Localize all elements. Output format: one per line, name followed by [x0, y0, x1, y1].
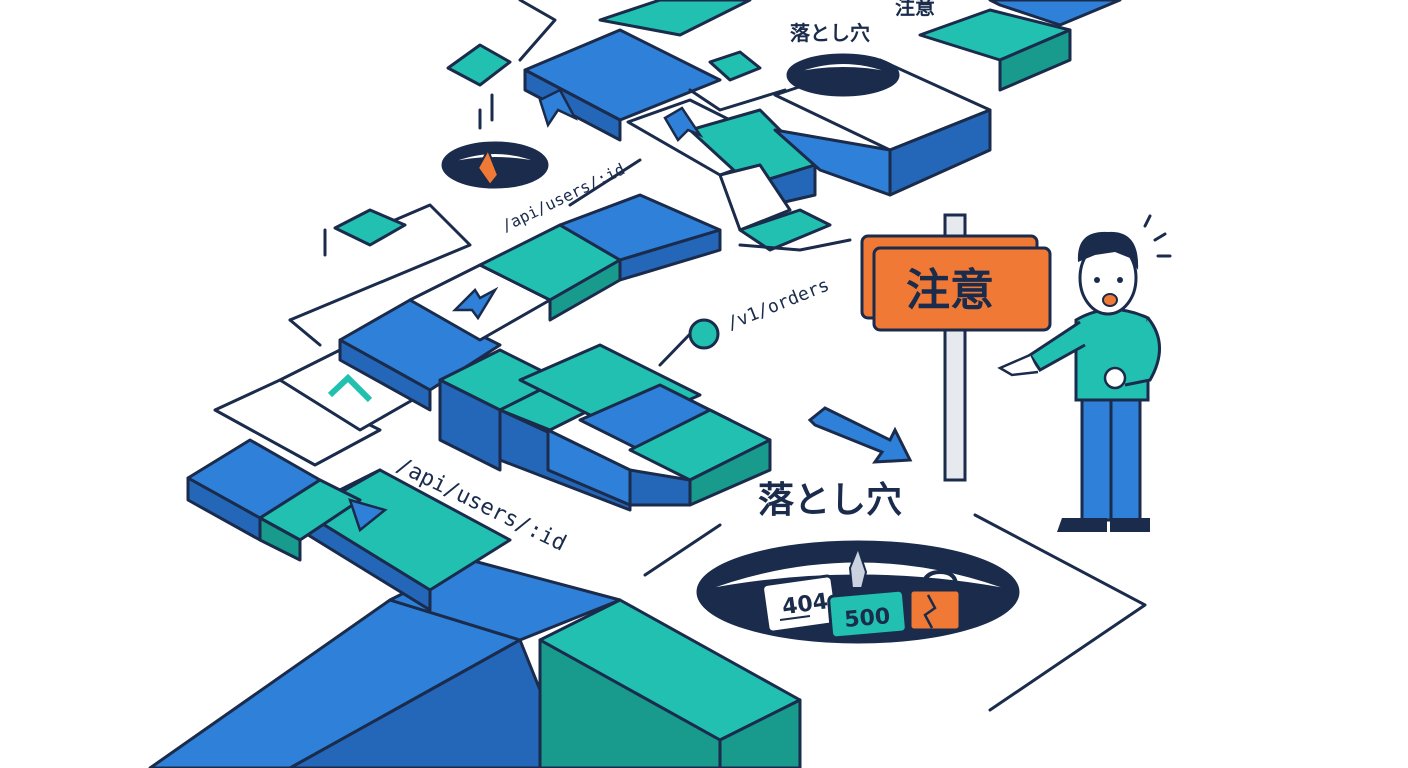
- error-card-404: 404: [761, 574, 839, 634]
- arrow-right-icon: [807, 406, 913, 464]
- error-code-500: 500: [843, 604, 891, 633]
- pitfall-title-top: 落とし穴: [790, 21, 870, 45]
- pitfall-hole-main: 404 500: [696, 540, 1020, 644]
- warning-sign-label: 注意: [906, 265, 994, 316]
- warning-signpost: 注意: [860, 213, 1052, 482]
- warning-label-top: 注意: [895, 0, 935, 19]
- arrow-up-icon: [451, 286, 499, 321]
- floating-tile: [333, 208, 407, 247]
- worried-person: [997, 214, 1172, 532]
- maze-path-bottom: [148, 468, 802, 768]
- maze-path-left: [186, 193, 722, 562]
- arrow-up-icon: [663, 106, 704, 143]
- raised-block-center: [438, 343, 772, 512]
- floating-tile: [446, 43, 512, 87]
- floating-tile: [708, 50, 762, 82]
- broken-lock-icon: [908, 569, 962, 632]
- arrow-up-icon: [538, 88, 578, 128]
- pitfall-hole-left: [441, 93, 549, 189]
- play-down-icon: [348, 498, 388, 533]
- pitfall-hole-top: [786, 53, 900, 97]
- flow-connectors: [288, 0, 1147, 712]
- route-node: [688, 318, 720, 350]
- error-card-500: 500: [827, 588, 908, 640]
- pitfall-title: 落とし穴: [758, 480, 902, 521]
- exclamation-lines-icon: [1143, 214, 1172, 258]
- route-label-orders: /v1/orders: [724, 275, 832, 335]
- chevron-up-icon: [327, 373, 373, 403]
